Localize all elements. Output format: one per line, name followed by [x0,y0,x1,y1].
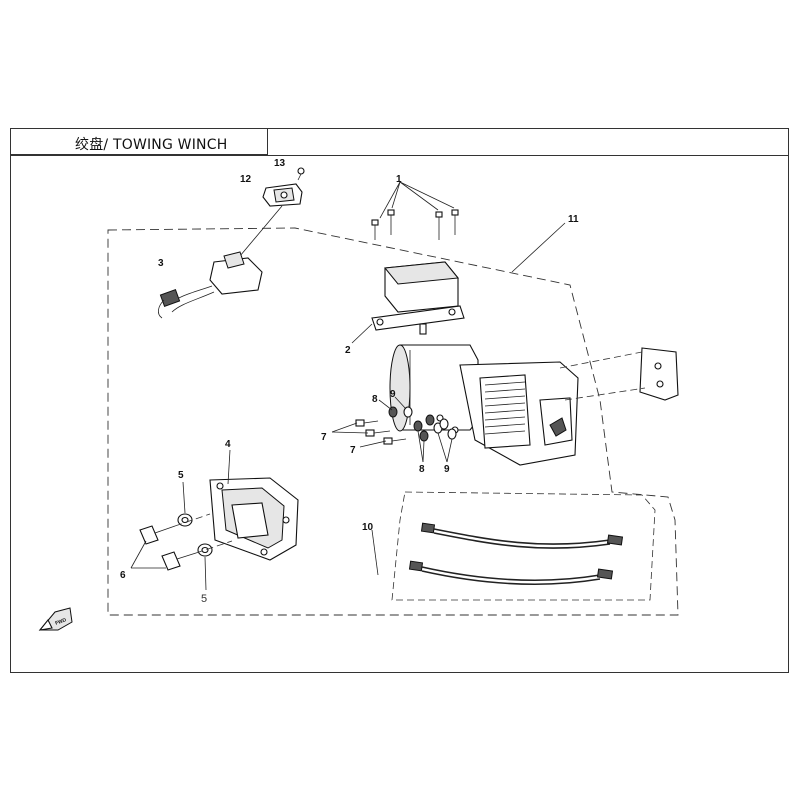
leader-9a [437,432,448,463]
lock-washers-8 [388,406,435,442]
leader-5-lower [204,556,207,591]
fwd-arrow-icon: FWD [38,607,73,631]
leader-9-top [394,396,407,410]
washer-5-lower [197,543,213,557]
leader-8b [422,440,425,463]
leader-8-top [378,399,393,411]
bolt-axis-6b [195,540,233,554]
leader-1d [399,181,455,209]
cable-drum [484,381,526,435]
contactor-box-2 [371,261,465,335]
callout-3: 3 [158,258,164,269]
washer-5-upper [177,513,193,527]
callout-9-lower: 9 [444,464,450,475]
bolt-axis-6 [174,513,211,527]
callout-1: 1 [396,174,402,185]
winch-11 [389,344,579,466]
fairlead-bracket-4 [209,477,299,561]
callout-9-upper: 9 [390,389,396,400]
washers-9 [403,406,457,440]
callout-12: 12 [240,174,252,185]
bolts-1 [371,209,459,240]
callout-10: 10 [362,522,374,533]
leader-1c [399,181,439,211]
cable-10-upper [420,522,624,549]
bolts-6 [139,525,197,571]
callout-5-lower: 5 [201,593,207,605]
leader-1a [379,181,401,219]
leader-10 [371,529,379,576]
page-title: 绞盘/ TOWING WINCH [75,137,228,153]
diagram-frame [10,128,789,673]
assembly-boundary [107,227,679,616]
callout-13: 13 [274,158,286,169]
cable-10-lower [408,560,614,586]
callout-7-lower: 7 [350,445,356,456]
leader-2 [351,323,373,344]
leader-9b [446,438,453,463]
leader-11 [511,222,566,273]
leader-7a [331,422,358,433]
header-divider [10,155,789,156]
leader-6a [130,540,147,569]
cable-group-boundary [391,491,656,601]
bracket-12 [262,183,303,207]
bolts-7 [355,419,407,445]
title-box [10,128,268,155]
leader-12-3 [239,205,283,257]
callout-7-upper: 7 [321,432,327,443]
callout-8-lower: 8 [419,464,425,475]
callout-5-upper: 5 [178,470,184,481]
callout-11: 11 [568,214,579,225]
leader-7c [359,440,387,448]
callout-2: 2 [345,345,351,356]
leader-4 [227,449,231,485]
callout-8-upper: 8 [372,394,378,405]
relay-harness-3 [158,251,263,319]
callout-6: 6 [120,570,126,581]
leader-7b [331,431,369,434]
leader-5-upper [182,481,186,514]
fwd-label: FWD [54,617,67,627]
leader-8a [417,430,424,463]
screw-13 [297,167,305,181]
callout-4: 4 [225,439,231,450]
leader-1b [391,181,401,209]
mounting-plate [559,347,679,401]
